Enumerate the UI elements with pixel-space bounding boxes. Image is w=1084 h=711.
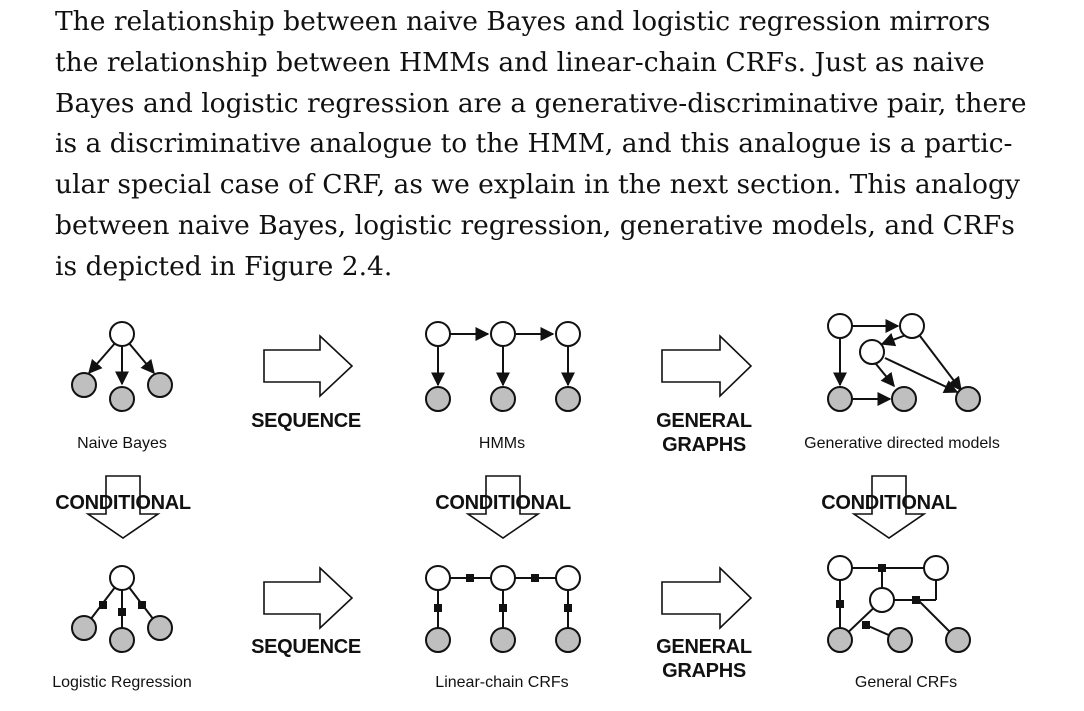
general-graphs-arrow — [661, 334, 753, 398]
hidden-node — [869, 587, 895, 613]
factor-node — [499, 604, 507, 612]
body-paragraph: The relationship between naive Bayes and… — [55, 2, 1027, 288]
observed-node — [891, 386, 917, 412]
figure-diagram: Naive Bayes SEQUENCE HMMs GENERAL GRAPHS — [52, 313, 1000, 691]
factor-node — [836, 600, 844, 608]
caption-general-crfs: General CRFs — [855, 674, 957, 691]
observed-node — [71, 372, 97, 398]
caption-logistic-regression: Logistic Regression — [52, 674, 192, 691]
paragraph-line: The relationship between naive Bayes and… — [55, 6, 991, 37]
observed-node — [490, 386, 516, 412]
label-conditional-left: CONDITIONAL — [55, 492, 191, 514]
hidden-node — [425, 321, 451, 347]
caption-linear-chain-crfs: Linear-chain CRFs — [435, 674, 568, 691]
factor-node — [862, 621, 870, 629]
paragraph-line: between naive Bayes, logistic regression… — [55, 209, 1015, 241]
observed-node — [109, 627, 135, 653]
sequence-arrow-bottom — [263, 566, 354, 630]
factor-node — [912, 596, 920, 604]
hidden-node — [827, 313, 853, 339]
observed-node — [887, 627, 913, 653]
observed-node — [425, 627, 451, 653]
caption-generative-directed: Generative directed models — [804, 435, 1000, 452]
paragraph-line: ular special case of CRF, as we explain … — [55, 169, 1020, 201]
conditional-arrow-left — [85, 475, 161, 539]
label-graphs-top: GRAPHS — [662, 434, 746, 456]
factor-node — [878, 564, 886, 572]
observed-node — [147, 372, 173, 398]
hidden-node — [555, 565, 581, 591]
label-graphs-bottom: GRAPHS — [662, 660, 746, 682]
hidden-node — [490, 565, 516, 591]
caption-naive-bayes: Naive Bayes — [77, 435, 167, 452]
label-general-bottom: GENERAL — [656, 636, 752, 658]
caption-hmms: HMMs — [479, 435, 525, 452]
factor-node — [564, 604, 572, 612]
edge — [875, 363, 895, 388]
conditional-arrow-right — [851, 475, 927, 539]
observed-node — [945, 627, 971, 653]
factor-node — [434, 604, 442, 612]
generative-directed-graph — [827, 313, 981, 412]
paragraph-line: is a discriminative analogue to the HMM,… — [55, 128, 1013, 160]
hidden-node — [109, 565, 135, 591]
paragraph-line: the relationship between HMMs and linear… — [55, 46, 985, 78]
edge — [884, 357, 959, 393]
observed-node — [555, 627, 581, 653]
general-crf-graph — [827, 555, 971, 653]
observed-node — [827, 627, 853, 653]
hidden-node — [425, 565, 451, 591]
naive-bayes-graph — [71, 321, 173, 412]
hmm-graph — [425, 321, 581, 412]
edge — [88, 341, 117, 375]
factor-node — [466, 574, 474, 582]
observed-node — [955, 386, 981, 412]
conditional-arrow-mid — [465, 475, 541, 539]
hidden-node — [923, 555, 949, 581]
label-sequence-top: SEQUENCE — [251, 410, 361, 432]
observed-node — [109, 386, 135, 412]
logistic-regression-graph — [71, 565, 173, 653]
observed-node — [425, 386, 451, 412]
linear-chain-crf-graph — [425, 565, 581, 653]
hidden-node — [899, 313, 925, 339]
general-graphs-arrow-bottom — [661, 566, 753, 630]
paragraph-line: is depicted in Figure 2.4. — [55, 250, 393, 282]
factor-node — [99, 601, 107, 609]
observed-node — [827, 386, 853, 412]
sequence-arrow — [263, 334, 354, 398]
observed-node — [490, 627, 516, 653]
hidden-node — [859, 339, 885, 365]
hidden-node — [109, 321, 135, 347]
edge — [127, 341, 155, 375]
label-sequence-bottom: SEQUENCE — [251, 636, 361, 658]
observed-node — [555, 386, 581, 412]
observed-node — [71, 615, 97, 641]
hidden-node — [827, 555, 853, 581]
edge — [919, 335, 962, 392]
hidden-node — [555, 321, 581, 347]
label-conditional-right: CONDITIONAL — [821, 492, 957, 514]
factor-node — [531, 574, 539, 582]
paragraph-line: Bayes and logistic regression are a gene… — [55, 87, 1027, 119]
label-conditional-mid: CONDITIONAL — [435, 492, 571, 514]
factor-node — [118, 608, 126, 616]
edge — [880, 333, 907, 347]
hidden-node — [490, 321, 516, 347]
factor-node — [138, 601, 146, 609]
label-general-top: GENERAL — [656, 410, 752, 432]
observed-node — [147, 615, 173, 641]
